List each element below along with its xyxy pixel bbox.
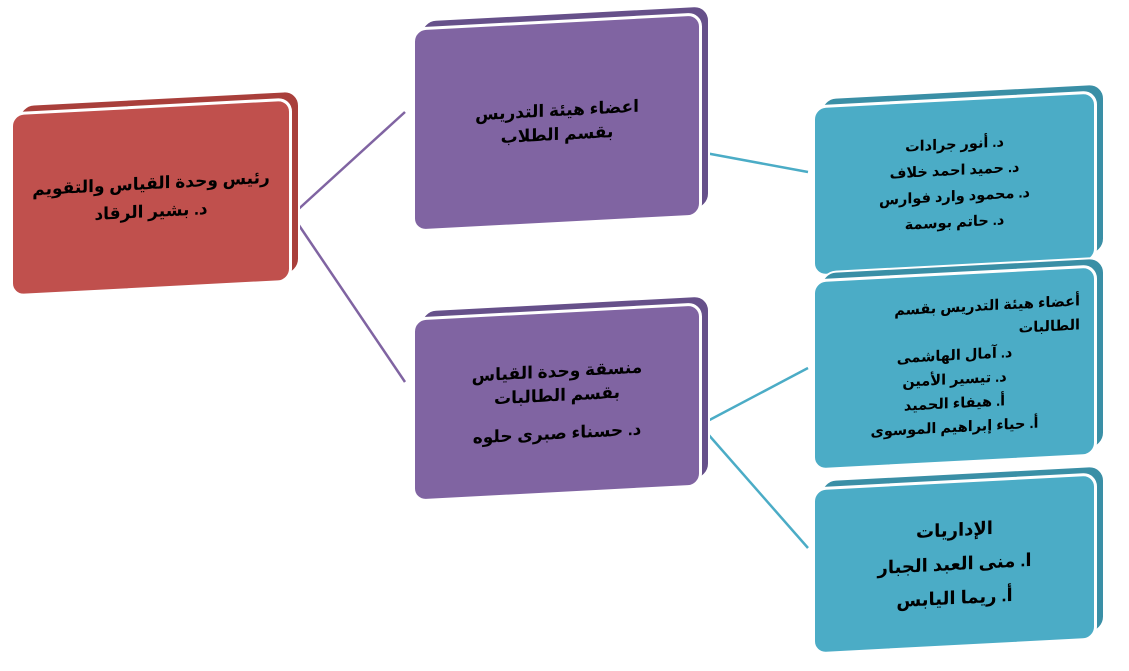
administrative-node: الإداريات ا. منى العبد الجبار أ. ريما ال… (812, 464, 1105, 656)
administrative-title: الإداريات (916, 517, 993, 543)
head-node: رئيس وحدة القياس والتقويم د. بشير الرقاد (10, 89, 300, 298)
faculty-male-title: اعضاء هيئة التدريس بقسم الطلاب (475, 96, 639, 147)
connector-faculty-to-male-members (699, 150, 809, 174)
head-name: د. بشير الرقاد (94, 198, 208, 224)
faculty-male-node-face: اعضاء هيئة التدريس بقسم الطلاب (412, 12, 702, 233)
male-member-item: د. حاتم بوسمة (904, 212, 1005, 234)
coordinator-name: د. حسناء صبرى حلوه (472, 419, 642, 447)
male-members-node: د. أنور جرادات د. حميد احمد خلاف د. محمو… (812, 82, 1105, 278)
faculty-male-node: اعضاء هيئة التدريس بقسم الطلاب (412, 4, 710, 233)
coordinator-title: منسقة وحدة القياس بقسم الطالبات (471, 357, 643, 408)
administrative-node-face: الإداريات ا. منى العبد الجبار أ. ريما ال… (812, 472, 1097, 656)
connector-coordinator-to-female-members (699, 366, 809, 427)
female-members-node: أعضاء هيئة التدريس بقسم الطالبات د. آمال… (812, 256, 1105, 472)
male-members-node-face: د. أنور جرادات د. حميد احمد خلاف د. محمو… (812, 90, 1097, 278)
female-members-node-face: أعضاء هيئة التدريس بقسم الطالبات د. آمال… (812, 264, 1097, 472)
administrative-item: أ. ريما اليابس (896, 584, 1013, 612)
coordinator-node-face: منسقة وحدة القياس بقسم الطالبات د. حسناء… (412, 302, 702, 503)
connector-head-to-faculty (291, 111, 406, 216)
connector-head-to-coordinator (290, 214, 407, 383)
coordinator-node: منسقة وحدة القياس بقسم الطالبات د. حسناء… (412, 294, 710, 503)
head-node-face: رئيس وحدة القياس والتقويم د. بشير الرقاد (10, 97, 292, 298)
connector-coordinator-to-admin (699, 424, 809, 549)
